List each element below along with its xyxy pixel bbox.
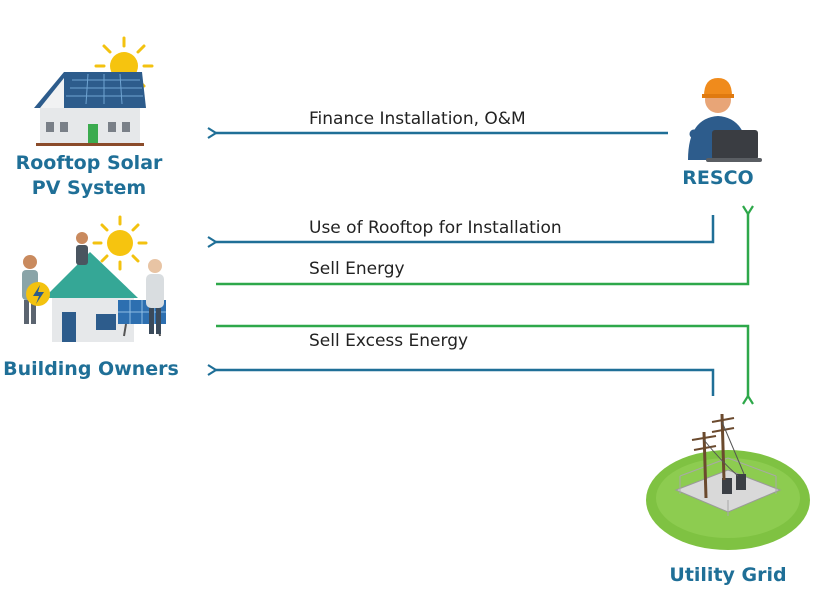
node-label-resco: RESCO — [682, 167, 754, 189]
rooftop-solar-line2: PV System — [31, 177, 147, 199]
flow-label-finance: Finance Installation, O&M — [309, 109, 526, 129]
flow-arrow-grid-to-owners — [216, 370, 715, 396]
rooftop-solar-house-icon — [34, 36, 154, 146]
flow-label-use-of-rooftop: Use of Rooftop for Installation — [309, 218, 562, 238]
rooftop-solar-line1: Rooftop Solar — [15, 152, 163, 174]
utility-grid-icon — [646, 413, 810, 550]
flow-arrow-use-of-rooftop — [216, 215, 715, 242]
node-label-utility-grid: Utility Grid — [669, 564, 787, 586]
flow-label-sell-energy: Sell Energy — [309, 259, 405, 279]
flow-arrow-sell-excess-energy — [216, 324, 748, 396]
node-label-rooftop-solar: Rooftop Solar PV System — [0, 151, 178, 201]
resco-engineer-icon — [688, 78, 762, 162]
flow-arrow-sell-energy — [216, 214, 748, 286]
building-owners-icon — [22, 215, 166, 342]
node-label-building-owners: Building Owners — [3, 358, 179, 380]
flow-label-sell-excess-energy: Sell Excess Energy — [309, 331, 469, 351]
